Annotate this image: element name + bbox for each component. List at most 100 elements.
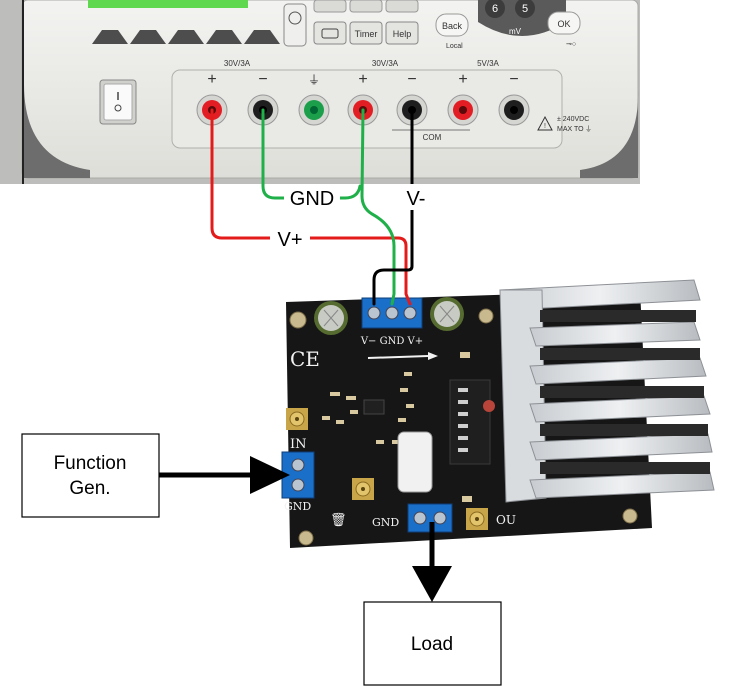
input-screw-gnd[interactable] — [291, 478, 305, 492]
back-button[interactable] — [435, 13, 469, 37]
output-gnd-label: GND — [372, 516, 399, 529]
ch2-rating: 30V/3A — [372, 59, 399, 68]
binding-post-ch3-pos[interactable] — [447, 94, 479, 126]
mount-screw-4 — [622, 508, 638, 524]
gnd-label-bg — [284, 184, 340, 210]
function-gen-label-line1: Function — [54, 453, 127, 474]
ellipsis-icon — [321, 28, 339, 39]
warning-ground-icon: ⏚ — [585, 125, 592, 133]
ch3-minus-mark: − — [509, 71, 518, 88]
binding-post-ground[interactable] — [298, 94, 330, 126]
ground-symbol-icon: ⏚ — [308, 73, 320, 87]
side-button[interactable] — [283, 3, 307, 47]
key-6-label: 6 — [492, 3, 498, 15]
switch-off-mark — [114, 104, 122, 112]
wire-label-gnd: GND — [290, 188, 334, 210]
warning-icon-mark: ! — [544, 123, 546, 130]
out-label: OU — [496, 513, 516, 527]
key-lock-icon: ⊸○ — [566, 41, 576, 48]
output-screw-gnd[interactable] — [413, 511, 427, 525]
ce-mark: CE — [290, 347, 320, 371]
display-strip — [88, 0, 248, 8]
heat-sink — [499, 279, 715, 503]
power-supply: Timer Help Back Local 6 5 mV OK ⊸○ 30V/3… — [0, 0, 640, 184]
softkey-5[interactable] — [244, 30, 280, 44]
amplifier-board: V− GND V+ CE IN GND — [281, 279, 715, 548]
screw-gnd[interactable] — [385, 306, 399, 320]
ellipsis-button[interactable] — [313, 21, 347, 45]
key-6[interactable] — [485, 0, 505, 18]
help-button-label: Help — [393, 29, 412, 39]
function-gen-box — [21, 433, 160, 518]
mount-screw-3 — [298, 530, 314, 546]
wire-gnd-ch1 — [261, 108, 362, 200]
ch2-minus-mark: − — [407, 71, 416, 88]
screw-vneg[interactable] — [367, 306, 381, 320]
input-gnd-label: GND — [284, 500, 311, 513]
power-resistor — [397, 431, 433, 493]
sma-connector-input[interactable] — [286, 408, 308, 430]
supply-edge-line — [22, 0, 24, 184]
input-screw-signal[interactable] — [291, 458, 305, 472]
supply-terminal-label: V− GND V+ — [360, 336, 423, 347]
ok-button[interactable] — [547, 11, 581, 35]
capacitor-right — [430, 297, 464, 331]
softkey-2[interactable] — [130, 30, 166, 44]
mount-screw-2 — [478, 308, 494, 324]
weee-bin-icon: 🗑 — [330, 512, 347, 528]
power-icon — [288, 11, 302, 25]
wire-vneg — [372, 108, 414, 306]
supply-foot-right — [580, 90, 639, 178]
ch3-rating: 5V/3A — [477, 59, 499, 68]
com-label: COM — [423, 133, 442, 142]
mount-screw-1 — [289, 311, 307, 329]
key-5[interactable] — [515, 0, 535, 18]
top-button-2[interactable] — [349, 0, 383, 13]
wire-gnd-ch2 — [360, 108, 396, 306]
input-arrowhead — [250, 456, 290, 494]
capacitor-left — [314, 301, 348, 335]
softkey-3[interactable] — [168, 30, 204, 44]
ch1-rating: 30V/3A — [224, 59, 251, 68]
output-arrowhead — [412, 566, 452, 602]
warning-line-1: ± 240VDC — [557, 116, 589, 123]
ch1-minus-mark: − — [258, 71, 267, 88]
ch1-plus-mark: + — [207, 71, 216, 88]
screw-vpos[interactable] — [403, 306, 417, 320]
thermal-pad — [483, 400, 495, 412]
ch3-plus-mark: + — [458, 71, 467, 88]
wire-vpos — [210, 108, 412, 306]
warning-line-2: MAX TO — [557, 126, 584, 133]
softkey-row — [92, 30, 280, 44]
supply-wires — [210, 108, 414, 306]
binding-post-ch3-neg[interactable] — [498, 94, 530, 126]
timer-button-label: Timer — [355, 29, 378, 39]
power-switch[interactable] — [103, 83, 133, 121]
mv-label: mV — [509, 27, 522, 36]
wire-label-vneg: V- — [407, 188, 426, 210]
warning-icon — [537, 115, 553, 131]
ch2-plus-mark: + — [358, 71, 367, 88]
transistor-bank — [449, 379, 491, 465]
load-label: Load — [411, 634, 453, 655]
back-button-label: Back — [442, 21, 463, 31]
opamp-chip — [363, 399, 385, 415]
top-button-3[interactable] — [385, 0, 419, 13]
signal-flow-arrowhead — [428, 352, 438, 360]
help-button[interactable] — [385, 21, 419, 45]
softkey-4[interactable] — [206, 30, 242, 44]
transistor-pins — [458, 388, 468, 452]
sma-connector-mid[interactable] — [352, 478, 374, 500]
load-box — [363, 601, 502, 686]
top-button-1[interactable] — [313, 0, 347, 13]
local-label: Local — [446, 43, 463, 50]
timer-button[interactable] — [349, 21, 383, 45]
signal-flow-line — [367, 355, 429, 359]
output-screw-signal[interactable] — [433, 511, 447, 525]
supply-foot-left — [24, 84, 90, 178]
function-gen-label-line2: Gen. — [69, 478, 110, 499]
sma-connector-output[interactable] — [466, 508, 488, 530]
softkey-1[interactable] — [92, 30, 128, 44]
vpos-label-bg — [270, 226, 310, 250]
